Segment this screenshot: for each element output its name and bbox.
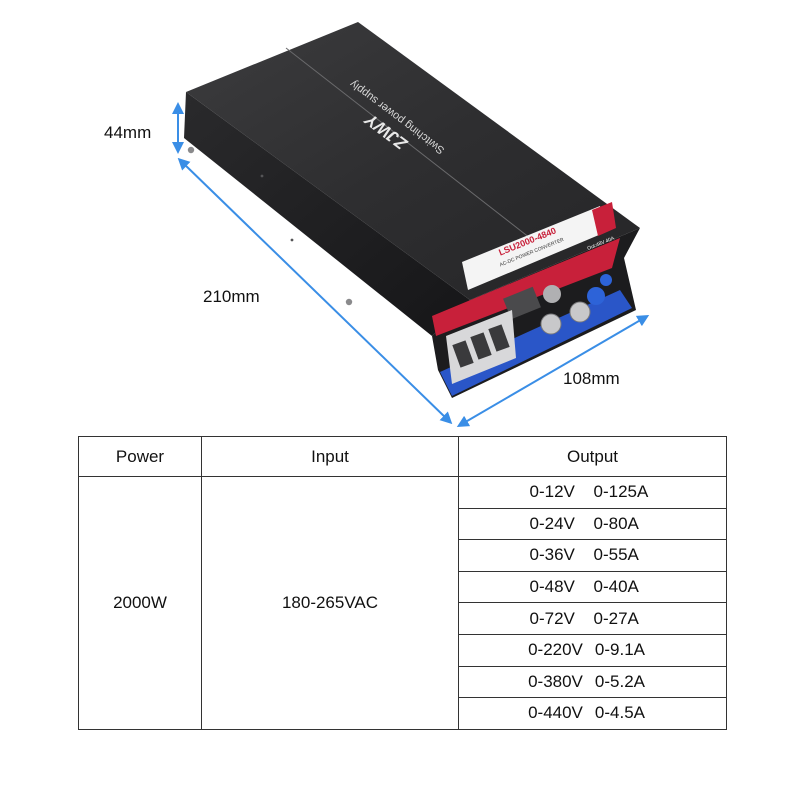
spec-table: Power Input Output 2000W 180-265VAC 0-12… xyxy=(78,436,727,730)
output-current: 0-40A xyxy=(593,577,639,597)
table-row: 0-380V 0-5.2A xyxy=(79,665,727,699)
model-sticker xyxy=(462,206,606,290)
table-header-row: Power Input Output xyxy=(78,436,727,477)
inner-component xyxy=(503,286,541,320)
blue-trimmer-pot xyxy=(587,287,605,305)
output-current: 0-55A xyxy=(593,545,639,565)
output-cell: 0-72V 0-27A xyxy=(458,602,727,635)
output-terminal-bolt xyxy=(540,313,562,335)
output-cell: 0-220V 0-9.1A xyxy=(458,633,727,667)
header-output: Output xyxy=(458,436,727,477)
output-voltage: 0-440V xyxy=(528,703,583,723)
table-row: 0-440V 0-4.5A xyxy=(79,697,727,730)
output-voltage: 0-380V xyxy=(528,671,583,691)
casing-screw xyxy=(260,174,264,178)
output-voltage: 0-36V xyxy=(529,545,575,565)
casing-screw xyxy=(187,146,195,154)
output-cell: 0-440V 0-4.5A xyxy=(458,697,727,730)
output-voltage: 0-72V xyxy=(529,608,575,628)
power-supply-illustration: ZJWY Switching power supply LSU2000-4840… xyxy=(172,22,650,428)
width-dimension-label: 108mm xyxy=(563,369,620,388)
output-cell: 0-380V 0-5.2A xyxy=(458,665,727,699)
red-label-strip xyxy=(432,238,620,336)
output-current: 0-4.5A xyxy=(594,703,645,723)
output-voltage: 0-24V xyxy=(529,513,575,533)
casing-screw xyxy=(290,238,294,242)
output-cell: 0-48V 0-40A xyxy=(458,570,727,604)
output-current: 0-80A xyxy=(593,513,639,533)
dimension-line-length xyxy=(177,157,453,425)
output-cell: 0-12V 0-125A xyxy=(458,476,727,509)
output-terminal-bolt xyxy=(569,301,591,323)
output-current: 0-9.1A xyxy=(594,640,645,660)
table-row: 2000W 180-265VAC 0-12V 0-125A xyxy=(78,476,727,730)
output-cell: 0-24V 0-80A xyxy=(458,507,727,541)
output-current: 0-27A xyxy=(593,608,639,628)
table-row: 0-72V 0-27A xyxy=(79,602,727,635)
output-current: 0-125A xyxy=(593,482,649,502)
height-dimension-label: 44mm xyxy=(104,123,152,142)
model-sticker-band xyxy=(592,202,616,236)
casing-seam xyxy=(285,47,549,253)
table-row: 0-220V 0-9.1A xyxy=(79,633,727,667)
casing-screw xyxy=(345,298,353,306)
product-image-area: ZJWY Switching power supply LSU2000-4840… xyxy=(104,22,650,428)
dimension-line-width xyxy=(456,314,650,428)
power-cell: 2000W xyxy=(78,476,202,730)
output-voltage: 0-48V xyxy=(529,577,575,597)
length-dimension-label: 210mm xyxy=(203,287,260,306)
blue-trimmer-pot xyxy=(600,274,612,286)
header-input: Input xyxy=(201,436,459,477)
output-cell: 0-36V 0-55A xyxy=(458,539,727,572)
table-row: 0-24V 0-80A xyxy=(79,507,727,541)
input-cell: 180-265VAC xyxy=(201,476,459,730)
output-voltage: 0-220V xyxy=(528,640,583,660)
output-current: 0-5.2A xyxy=(594,671,645,691)
header-power: Power xyxy=(78,436,202,477)
capacitor-component xyxy=(543,285,561,303)
table-row: 0-48V 0-40A xyxy=(79,570,727,604)
output-voltage: 0-12V xyxy=(529,482,575,502)
